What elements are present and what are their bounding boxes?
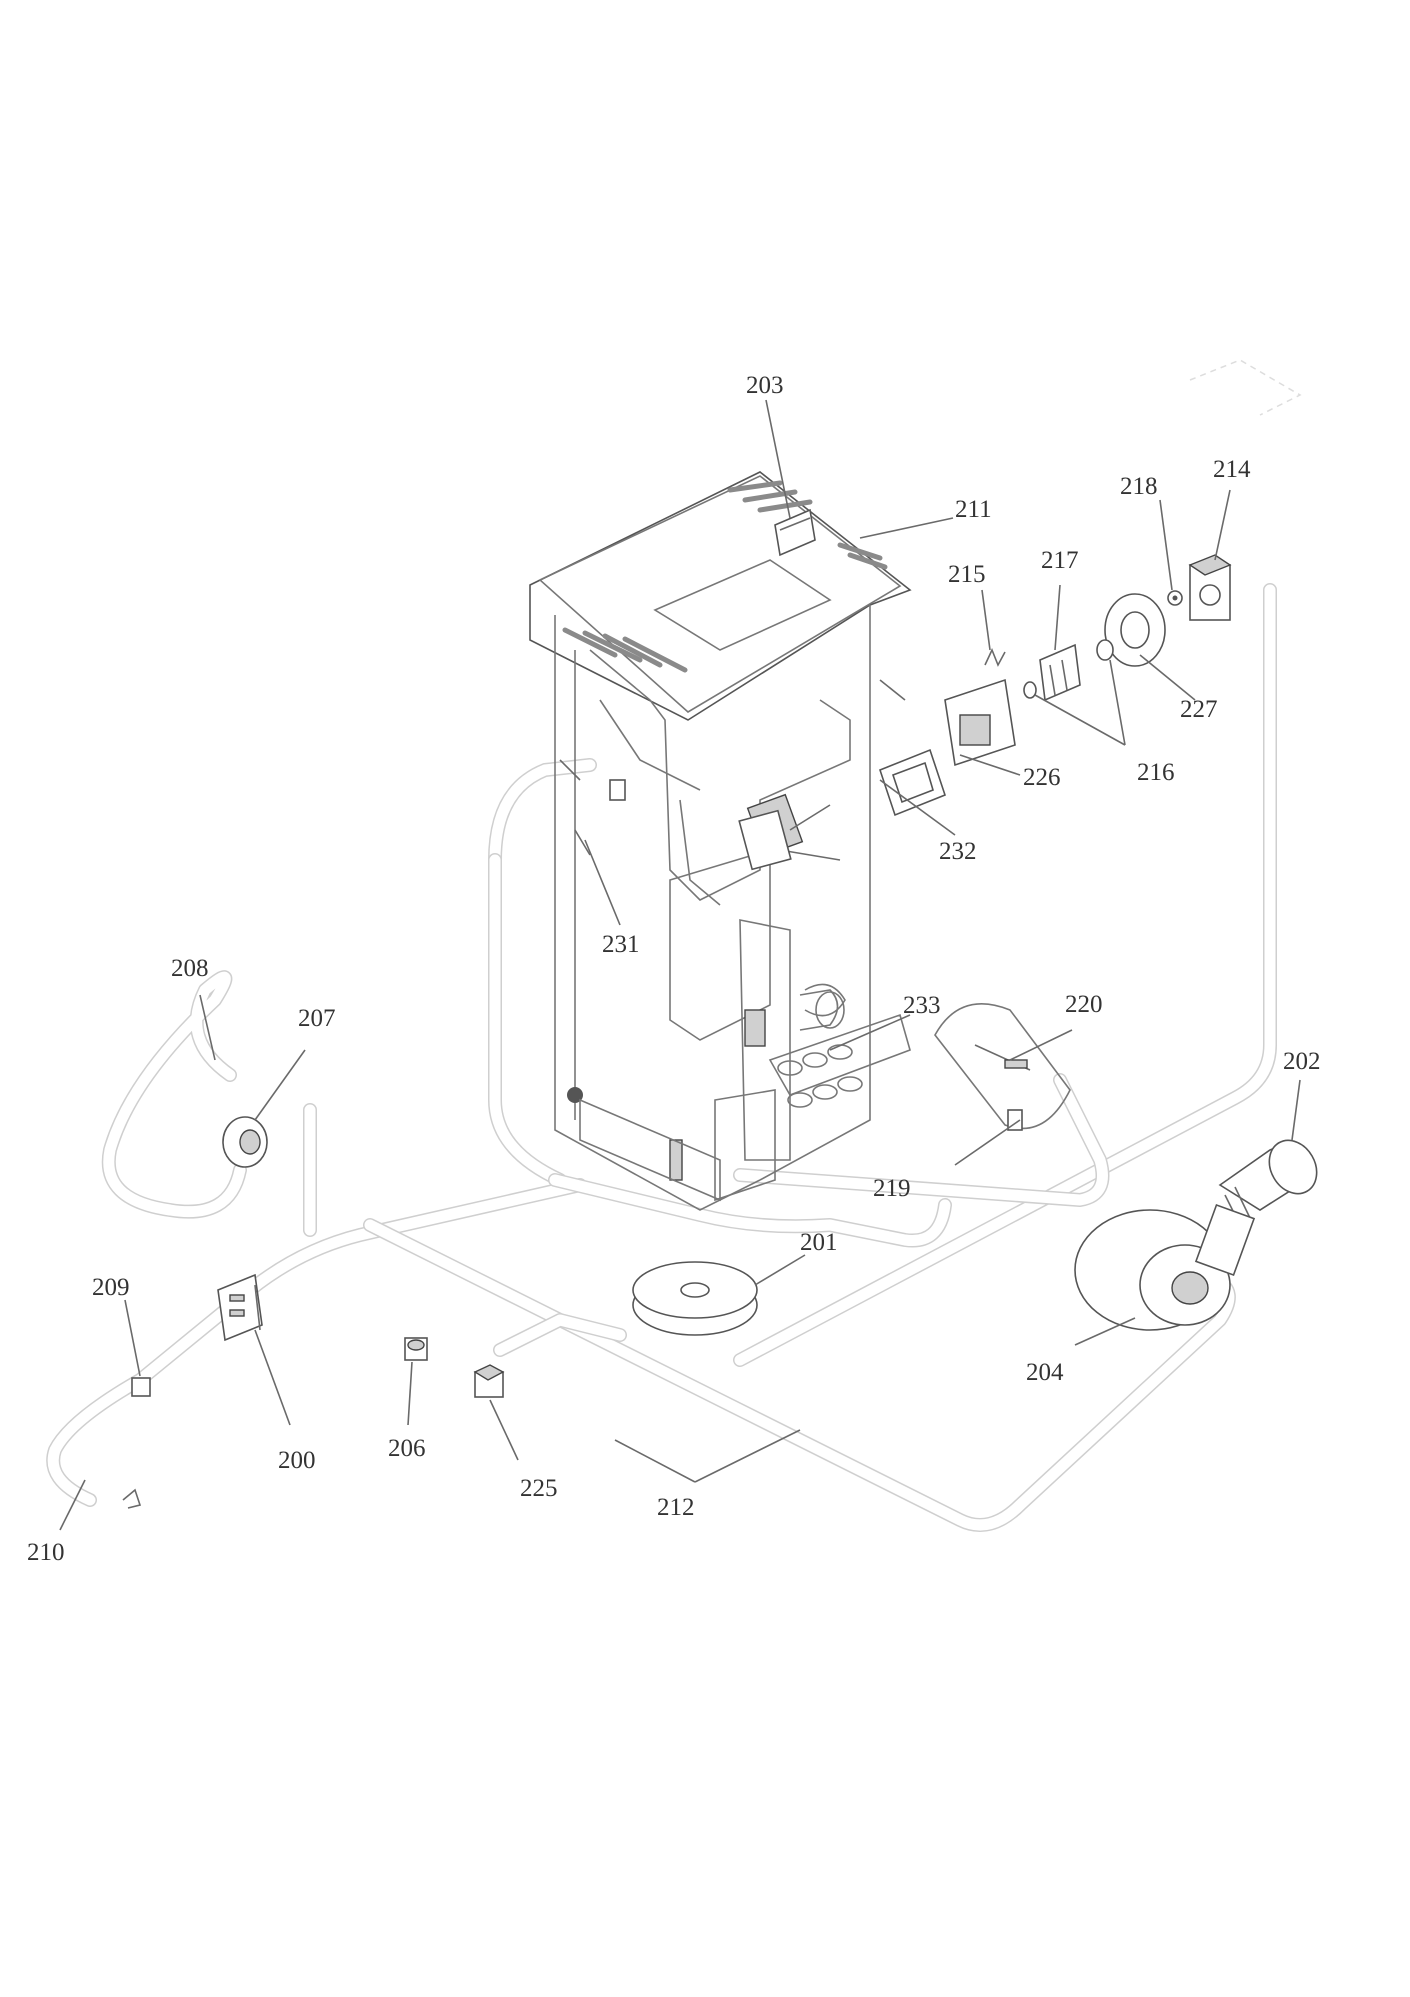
cable-harness [46,583,1277,1532]
part-231-clip [574,829,591,856]
part-215-clip [984,647,1006,667]
label-217: 217 [1041,547,1079,574]
leader-lines [59,399,1301,1531]
label-209: 209 [92,1274,130,1301]
part-225-switch [473,1364,505,1398]
part-206-sensor [404,1337,428,1361]
label-200: 200 [278,1447,316,1474]
label-214: 214 [1213,456,1251,483]
label-231: 231 [602,931,640,958]
label-220: 220 [1065,991,1103,1018]
part-207-motor [222,1116,268,1168]
part-201-blower [632,1261,758,1336]
label-215: 215 [948,561,986,588]
label-211: 211 [955,496,992,523]
stove-body [529,471,912,1211]
part-232-gasket [879,748,946,817]
part-218-washer [1167,590,1183,606]
part-226-burner-assembly [944,678,1016,767]
label-233: 233 [903,992,941,1019]
part-214-gear-motor [1188,554,1232,621]
label-225: 225 [520,1475,558,1502]
label-207: 207 [298,1005,336,1032]
label-219: 219 [873,1175,911,1202]
label-226: 226 [1023,764,1061,791]
part-217-fan-impeller [1039,643,1081,702]
label-208: 208 [171,955,209,982]
label-210: 210 [27,1539,65,1566]
label-204: 204 [1026,1359,1064,1386]
part-220-219-igniter [934,1003,1071,1131]
label-218: 218 [1120,473,1158,500]
callout-labels: 203 211 214 218 215 217 227 216 226 232 … [27,372,1321,1566]
label-216: 216 [1137,759,1175,786]
label-206: 206 [388,1435,426,1462]
label-202: 202 [1283,1048,1321,1075]
label-212: 212 [657,1494,695,1521]
part-204-exhaust-fan [1074,1203,1256,1331]
part-202-elbow-pipe [1218,1139,1318,1226]
part-216-seal [1023,639,1114,699]
label-227: 227 [1180,696,1218,723]
part-209-connector [131,1377,151,1397]
part-203-switch [774,508,816,557]
label-203: 203 [746,372,784,399]
part-233-duct [804,983,846,1017]
part-210-plug [122,1488,142,1509]
part-200-control-board [217,1273,263,1342]
part-motor-auger [738,804,831,871]
label-201: 201 [800,1229,838,1256]
background-marks [1189,359,1302,416]
label-232: 232 [939,838,977,865]
part-227-flange [1104,593,1166,667]
